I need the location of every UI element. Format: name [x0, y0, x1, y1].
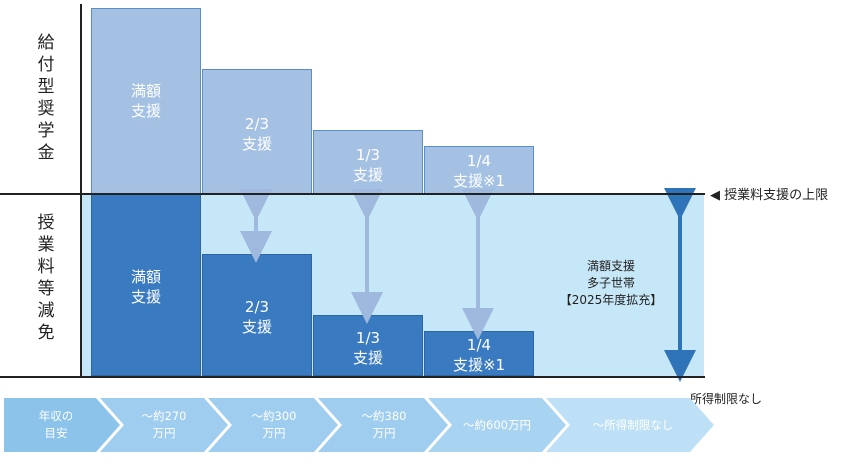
income-270-line1: ～約270: [142, 409, 187, 423]
chevron-income-600: [428, 398, 566, 452]
chevron-income-300: [208, 398, 338, 452]
income-no-limit-label: ～所得制限なし: [593, 418, 674, 432]
chevron-income-380: [318, 398, 448, 452]
income-270-line2: 万円: [153, 426, 176, 440]
upper-bar-full: 満額支援: [91, 8, 201, 194]
lower-bar-full: 満額支援: [91, 194, 201, 376]
chevron-income-270: [100, 398, 228, 452]
tuition-limit-line: [0, 193, 705, 195]
income-300-line1: ～約300: [252, 409, 297, 423]
income-600-label: ～約600万円: [463, 418, 531, 432]
vertical-axis: [80, 4, 82, 377]
chevron-income-heading: [4, 398, 120, 452]
tuition-limit-label: ◀ 授業料支援の上限: [710, 188, 829, 203]
scholarship-label: 給付型奨学金: [37, 33, 55, 163]
tuition-reduction-label: 授業料等減免: [37, 213, 55, 343]
income-380-line1: ～約380: [362, 409, 407, 423]
income-heading-line1: 年収の: [39, 409, 74, 423]
income-heading-line2: 目安: [45, 426, 68, 440]
income-300-line2: 万円: [263, 426, 286, 440]
income-380-line2: 万円: [373, 426, 396, 440]
multi-child-note: 満額支援 多子世帯 【2025年度拡充】: [559, 259, 663, 307]
chevron-income-no-limit: [546, 398, 714, 452]
no-income-limit-label: 所得制限なし: [690, 392, 763, 406]
income-chevron-band: 年収の 目安 ～約270 万円 ～約300 万円 ～約380 万円 ～約600万…: [4, 398, 714, 452]
baseline: [0, 376, 705, 378]
